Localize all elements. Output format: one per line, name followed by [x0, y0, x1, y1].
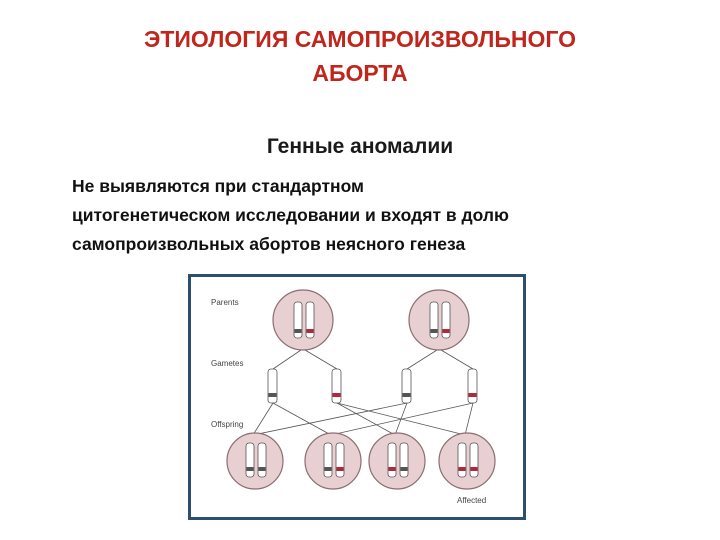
affected-label: Affected — [457, 496, 486, 505]
offspring-cell-1 — [226, 432, 284, 490]
gamete-offspring-lines — [252, 402, 474, 436]
gamete-2 — [331, 368, 342, 404]
body-paragraph: Не выявляются при стандартном цитогенети… — [72, 172, 702, 259]
gamete-4 — [467, 368, 478, 404]
slide-title: ЭТИОЛОГИЯ САМОПРОИЗВОЛЬНОГО АБОРТА — [40, 22, 680, 90]
gamete-3 — [401, 368, 412, 404]
section-subtitle: Генные аномалии — [266, 135, 454, 158]
offspring-cell-3 — [368, 432, 426, 490]
parents-label: Parents — [211, 298, 239, 307]
parent-cell-left — [272, 289, 334, 351]
parent-gamete-lines — [272, 349, 474, 370]
inheritance-diagram-frame: Parents Gametes Offspring Affected — [188, 274, 526, 520]
gamete-1 — [267, 368, 278, 404]
inheritance-diagram: Parents Gametes Offspring Affected — [211, 289, 496, 505]
gametes-label: Gametes — [211, 359, 243, 368]
offspring-cell-4-affected — [438, 432, 496, 490]
body-line-1: Не выявляются при стандартном — [72, 176, 364, 196]
slide-title-line-2: АБОРТА — [312, 60, 408, 86]
body-line-3: самопроизвольных абортов неясного генеза — [72, 234, 466, 254]
offspring-label: Offspring — [211, 420, 243, 429]
offspring-cell-2 — [304, 432, 362, 490]
slide-title-line-1: ЭТИОЛОГИЯ САМОПРОИЗВОЛЬНОГО — [143, 26, 577, 52]
body-line-2: цитогенетическом исследовании и входят в… — [72, 205, 509, 225]
parent-cell-right — [408, 289, 470, 351]
